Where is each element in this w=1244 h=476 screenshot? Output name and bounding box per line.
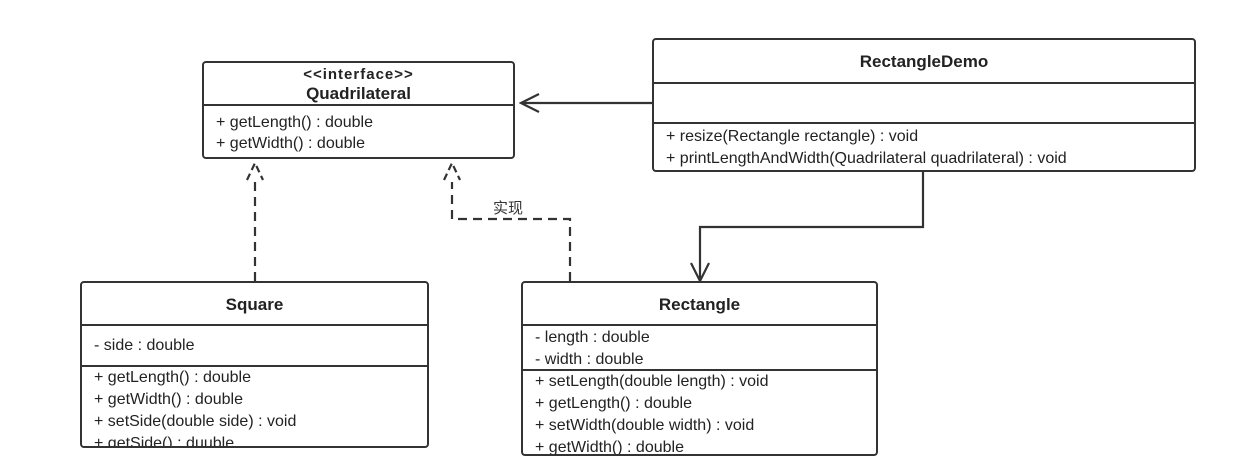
quadrilateral-header: <<interface>> Quadrilateral	[204, 63, 513, 106]
square-class[interactable]: Square - side : double + getLength() : d…	[80, 281, 429, 448]
attribute-line: - width : double	[535, 351, 644, 368]
method-line: + getLength() : double	[216, 114, 374, 131]
method-line: + resize(Rectangle rectangle) : void	[666, 128, 919, 145]
quadrilateral-class[interactable]: <<interface>> Quadrilateral + getLength(…	[202, 61, 515, 159]
square-methods: + getLength() : double + getWidth() : do…	[82, 367, 427, 448]
association-demo-rectangle	[700, 172, 925, 281]
rectangle-demo-methods: + resize(Rectangle rectangle) : void + p…	[654, 124, 1194, 170]
method-line: + setSide(double side) : void	[94, 413, 297, 430]
method-line: + setLength(double length) : void	[535, 373, 769, 390]
rectangle-demo-name: RectangleDemo	[859, 52, 989, 71]
realization-square-arrowhead	[246, 160, 264, 181]
method-line: + printLengthAndWidth(Quadrilateral quad…	[666, 150, 1067, 167]
method-line: + getWidth() : double	[535, 439, 684, 456]
rectangle-demo-class[interactable]: RectangleDemo + resize(Rectangle rectang…	[652, 38, 1196, 172]
method-line: + getWidth() : double	[216, 135, 365, 152]
method-line: + getWidth() : double	[94, 391, 243, 408]
rectangle-methods: + setLength(double length) : void + getL…	[523, 371, 876, 456]
rectangle-demo-attributes	[654, 84, 1194, 124]
attribute-line: - length : double	[535, 329, 650, 346]
realization-rectangle	[450, 182, 572, 281]
attribute-line: - side : double	[94, 337, 195, 354]
square-name: Square	[225, 295, 284, 314]
rectangle-name: Rectangle	[658, 295, 741, 314]
quadrilateral-name: Quadrilateral	[306, 84, 411, 103]
method-line: + getLength() : double	[94, 369, 252, 386]
method-line: + getLength() : double	[535, 395, 693, 412]
rectangle-demo-header: RectangleDemo	[654, 40, 1194, 84]
rectangle-header: Rectangle	[523, 283, 876, 326]
quadrilateral-stereotype: <<interface>>	[303, 66, 414, 83]
method-line: + setWidth(double width) : void	[535, 417, 755, 434]
rectangle-attributes: - length : double - width : double	[523, 326, 876, 371]
quadrilateral-methods: + getLength() : double + getWidth() : do…	[204, 106, 513, 154]
realization-label: 实现	[493, 200, 524, 217]
square-header: Square	[82, 283, 427, 326]
rectangle-class[interactable]: Rectangle - length : double - width : do…	[521, 281, 878, 456]
square-attributes: - side : double	[82, 326, 427, 367]
method-line: + getSide() : duuble	[94, 435, 235, 448]
realization-rectangle-arrowhead	[443, 160, 461, 181]
